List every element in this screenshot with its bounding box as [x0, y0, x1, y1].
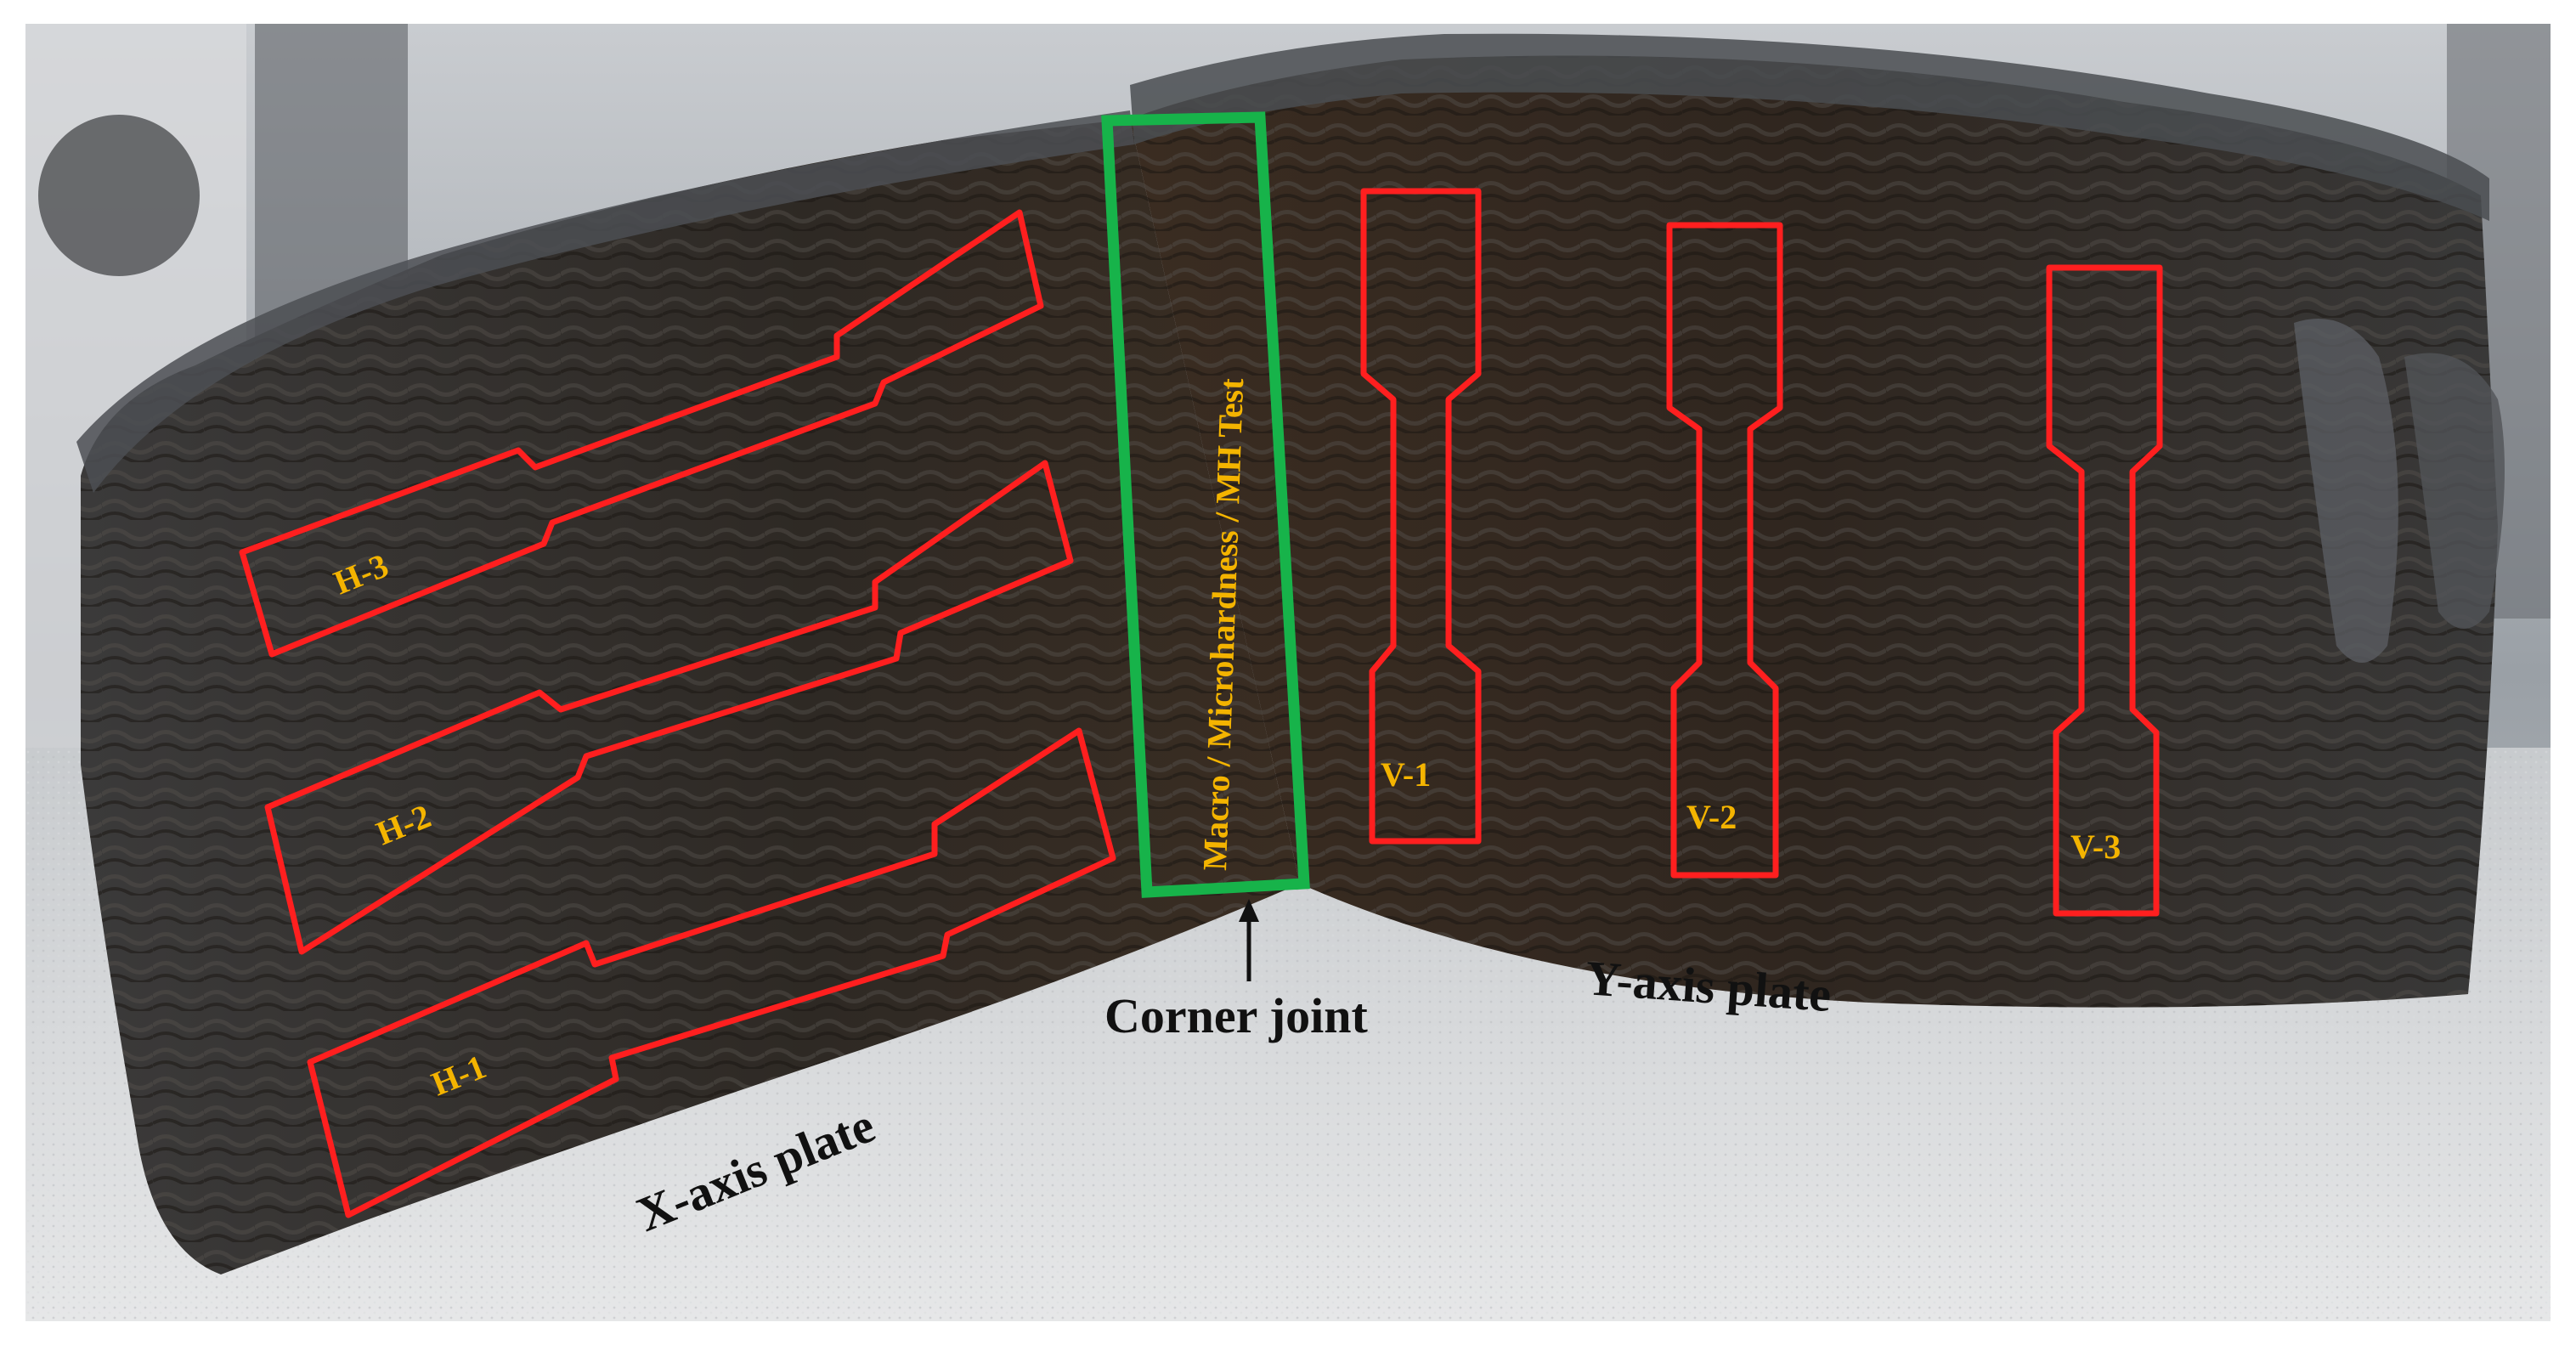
specimen-label-v-2: V-2: [1686, 798, 1737, 836]
corner-joint-label: Corner joint: [1104, 988, 1369, 1043]
specimen-outline-h-2: [264, 460, 1074, 955]
specimen-outline-h-3: [239, 209, 1044, 658]
specimen-label-v-1: V-1: [1381, 755, 1431, 794]
specimen-label-v-3: V-3: [2070, 828, 2121, 866]
specimen-outline-v-2: [1666, 222, 1783, 879]
macro-test-outline: [1101, 111, 1310, 898]
corner-joint-arrow: [1239, 899, 1259, 981]
specimen-outline-v-3: [2046, 264, 2163, 917]
specimen-outline-v-1: [1360, 188, 1482, 845]
specimen-outline-h-1: [307, 727, 1116, 1218]
